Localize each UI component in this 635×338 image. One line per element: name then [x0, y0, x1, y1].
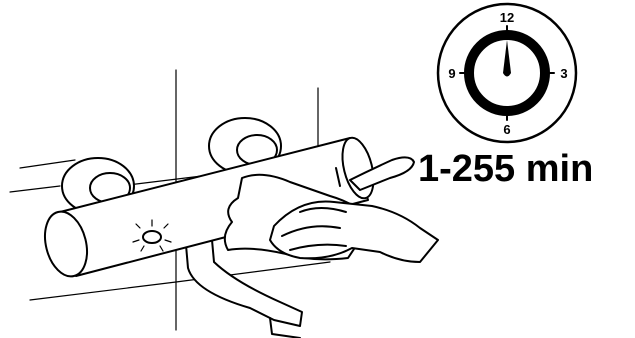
- duration-label: 1-255 min: [418, 146, 630, 192]
- wiping-hand: [270, 202, 438, 263]
- clock-numeral-3: 3: [560, 66, 567, 81]
- clock-numeral-12: 12: [500, 10, 514, 25]
- timer-clock-icon: 12 3 6 9: [438, 4, 576, 142]
- clock-numeral-9: 9: [448, 66, 455, 81]
- clock-numeral-6: 6: [503, 122, 510, 137]
